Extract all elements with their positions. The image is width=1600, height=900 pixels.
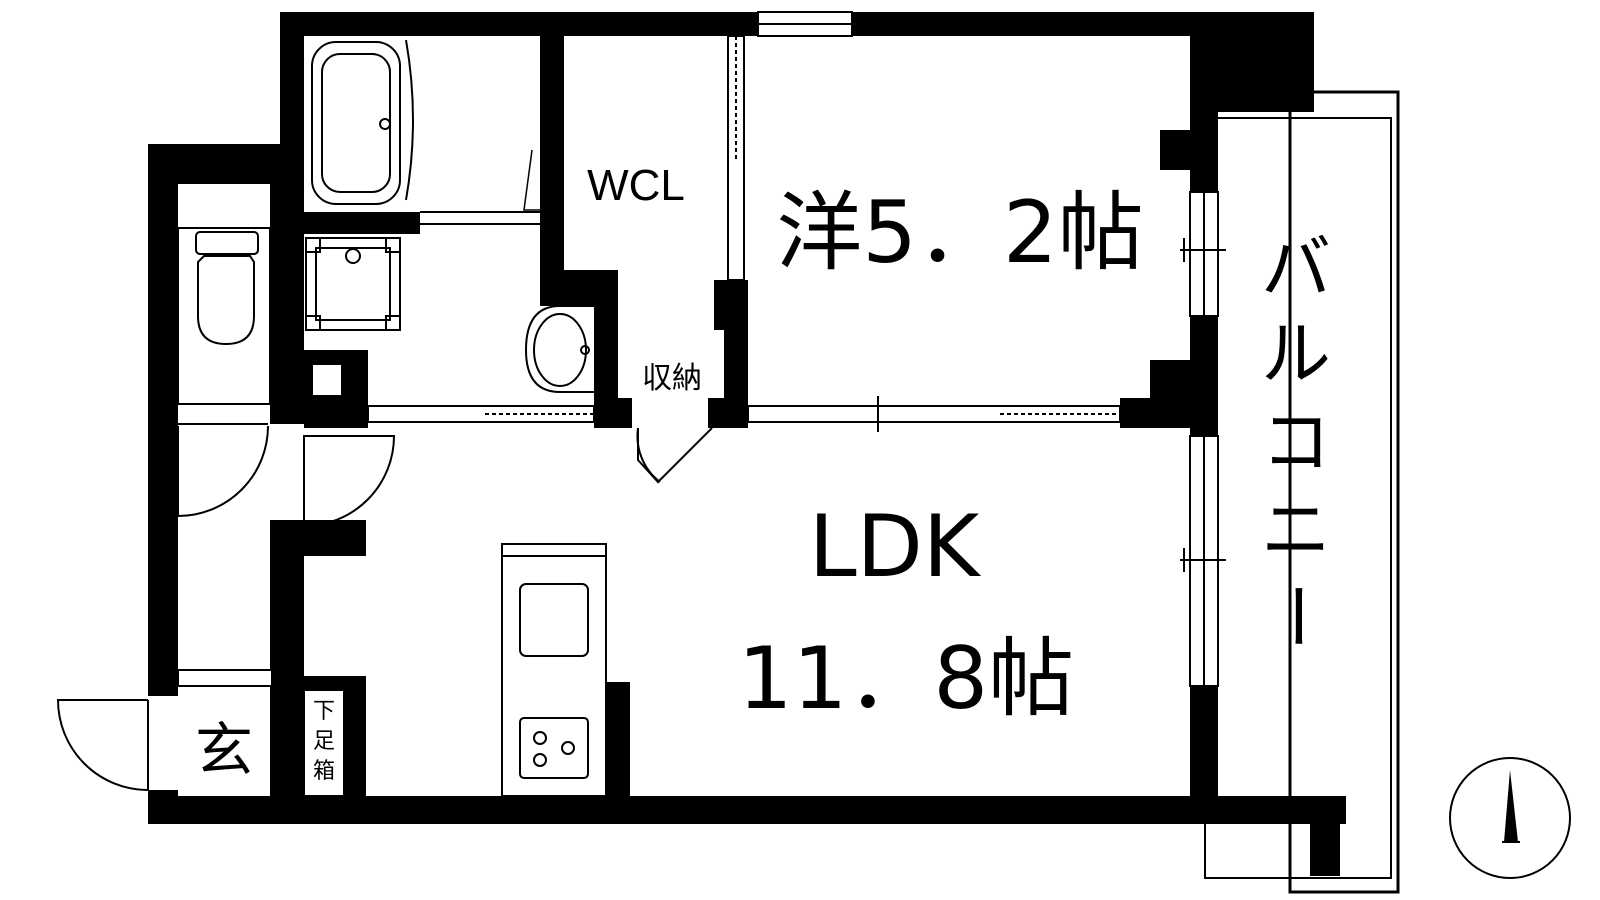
- toilet-icon: [177, 227, 271, 405]
- room-label-western: 洋5．2帖: [776, 183, 1143, 283]
- balcony-label: バ ル コ ニ ー: [1255, 227, 1337, 651]
- windows: [757, 11, 1226, 687]
- shoe-box-label: 下 足 箱: [313, 699, 335, 784]
- shoe-box-char: 下: [313, 699, 335, 724]
- balcony-char: バ: [1261, 227, 1331, 309]
- room-label-storage: 収納: [642, 361, 702, 396]
- washing-machine-pan-icon: [305, 237, 401, 331]
- balcony-char: ニ: [1261, 489, 1331, 571]
- washbasin-icon: [524, 305, 594, 393]
- sliding-doors: [367, 35, 1121, 432]
- room-label-ldk-size: 11．8帖: [738, 629, 1074, 729]
- kitchen-sink-icon: [519, 583, 589, 657]
- balcony-char: ー: [1255, 581, 1337, 651]
- swing-doors: [56, 423, 713, 791]
- room-label-ldk: LDK: [809, 497, 982, 597]
- room-label-wcl: WCL: [587, 161, 685, 210]
- bathtub-icon: [311, 39, 414, 205]
- kitchen-counter: [501, 543, 607, 797]
- north-arrow-icon: [1449, 757, 1571, 879]
- shoe-box-char: 足: [313, 729, 335, 754]
- balcony-char: コ: [1261, 401, 1331, 483]
- shoe-box-char: 箱: [313, 759, 335, 784]
- balcony-char: ル: [1261, 313, 1331, 395]
- room-label-entrance: 玄: [195, 716, 253, 784]
- stove-icon: [519, 717, 589, 779]
